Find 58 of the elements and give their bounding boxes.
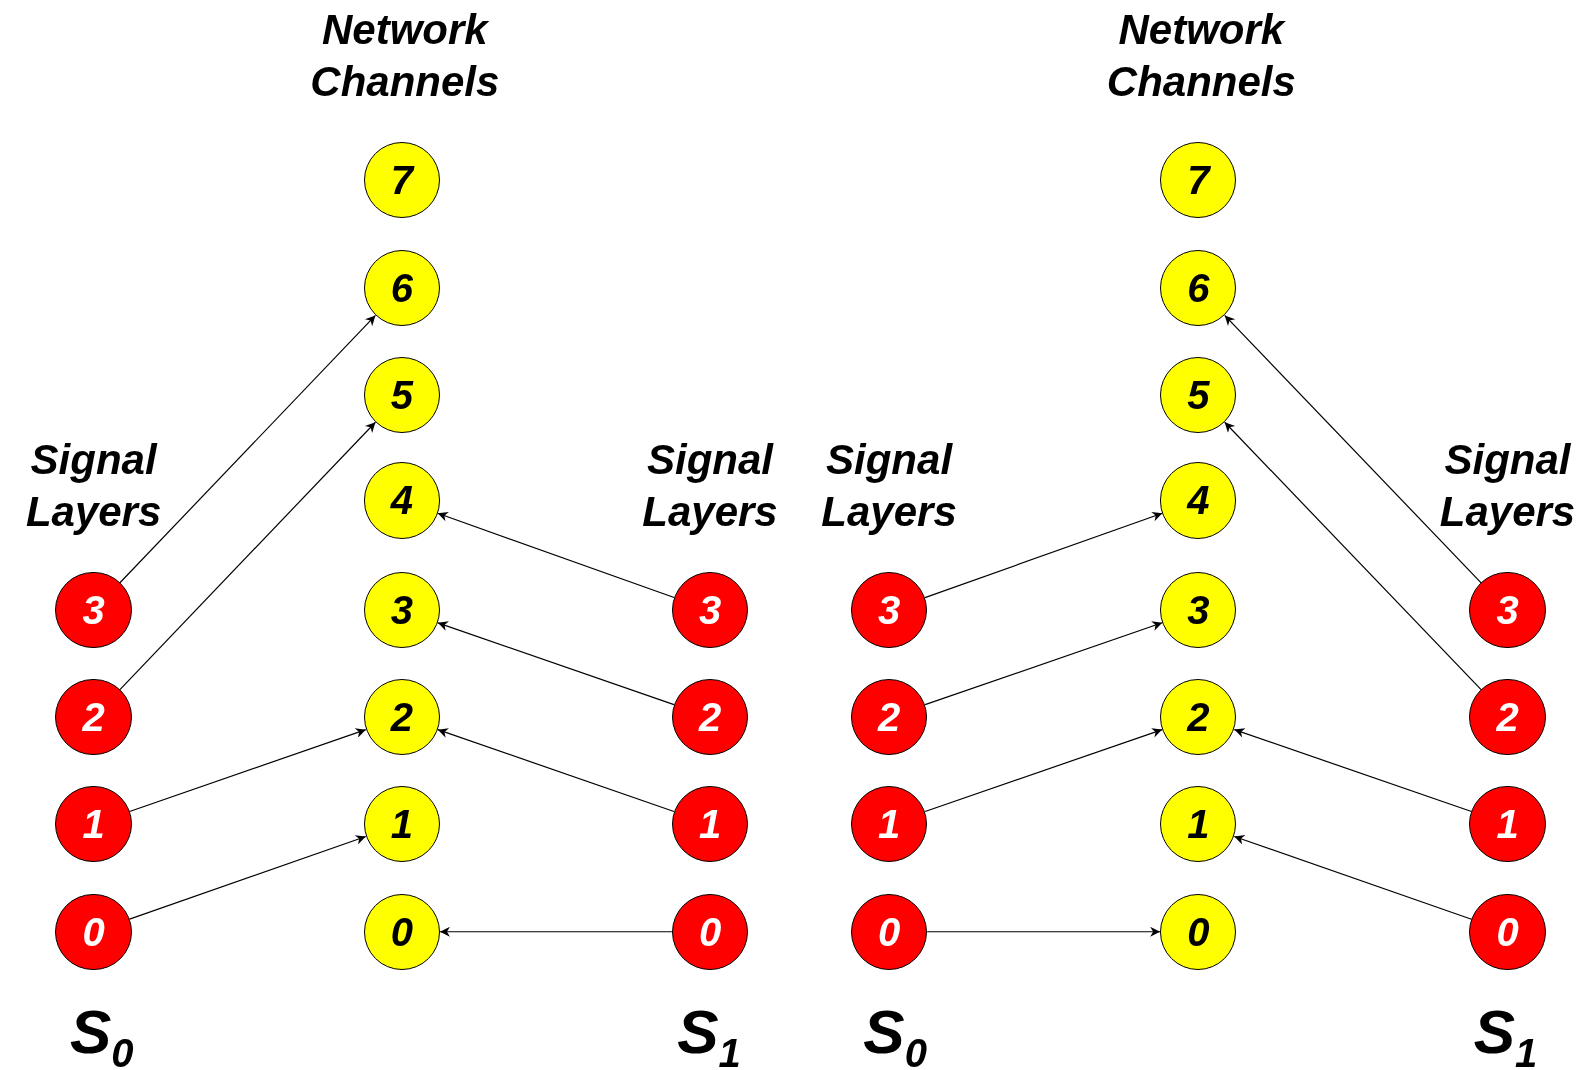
circle-number: 3 <box>1187 590 1210 631</box>
source-label: S$_{0}$ <box>68 997 135 1070</box>
arrow <box>1233 728 1473 813</box>
source-label: S$_{1}$ <box>1472 997 1539 1070</box>
group-heading: Signal Layers <box>24 435 163 538</box>
circle-number: 0 <box>390 911 413 952</box>
circle-number: 6 <box>1187 267 1210 308</box>
group-heading: Network Channels <box>309 4 501 107</box>
circle-number: 3 <box>390 590 413 631</box>
arrow <box>437 511 675 599</box>
circle-number: 1 <box>1496 803 1519 844</box>
arrow <box>439 926 673 937</box>
circle-number: 0 <box>1496 911 1519 952</box>
circle-number: 2 <box>82 697 105 738</box>
arrow <box>924 511 1163 599</box>
circle-number: 7 <box>1187 160 1210 201</box>
circle-number: 3 <box>82 590 105 631</box>
source-label: S$_{0}$ <box>862 997 928 1070</box>
arrow <box>926 926 1161 937</box>
group-heading: Signal Layers <box>641 435 779 538</box>
arrow <box>119 421 377 691</box>
circle-number: 0 <box>877 911 901 952</box>
arrow <box>437 621 675 706</box>
arrow <box>437 728 675 813</box>
circle-number: 4 <box>1187 480 1210 521</box>
circle-number: 0 <box>1187 911 1210 952</box>
source-label: S$_{1}$ <box>676 997 742 1070</box>
circle-number: 2 <box>390 697 413 738</box>
circle-number: 3 <box>877 590 901 631</box>
circle-number: 3 <box>698 590 722 631</box>
circle-number: 5 <box>1187 374 1210 415</box>
arrow <box>129 835 367 920</box>
circle-number: 0 <box>82 911 105 952</box>
circle-number: 1 <box>390 803 413 844</box>
circle-number: 2 <box>877 697 901 738</box>
circle-number: 1 <box>82 803 105 844</box>
arrow <box>1233 835 1473 920</box>
circle-number: 1 <box>1187 803 1210 844</box>
circle-number: 1 <box>877 803 901 844</box>
arrow <box>129 728 367 813</box>
circle-number: 6 <box>390 267 413 308</box>
group-heading: Signal Layers <box>820 435 958 538</box>
group-heading: Network Channels <box>1105 4 1297 107</box>
arrow <box>119 314 377 584</box>
circle-number: 0 <box>698 911 722 952</box>
arrow <box>924 728 1163 813</box>
circle-number: 2 <box>1187 697 1210 738</box>
circle-number: 4 <box>390 480 413 521</box>
circle-number: 2 <box>698 697 722 738</box>
circle-number: 1 <box>698 803 722 844</box>
arrow <box>1224 421 1482 691</box>
circle-number: 2 <box>1496 697 1519 738</box>
circle-number: 3 <box>1496 590 1519 631</box>
group-heading: Signal Layers <box>1438 435 1577 538</box>
arrow <box>1224 314 1482 584</box>
arrow <box>924 621 1163 706</box>
circle-number: 7 <box>390 160 413 201</box>
circle-number: 5 <box>390 374 413 415</box>
